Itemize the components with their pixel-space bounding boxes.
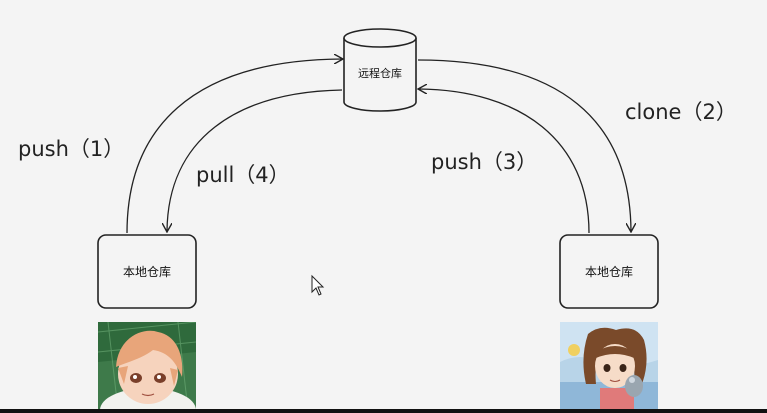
local-repo-left-box [97,234,197,309]
avatar-left [98,322,196,410]
mouse-pointer-icon [311,274,325,296]
bottom-edge-bar [0,409,767,413]
push-1-arrow [126,59,342,234]
pull-4-label: pull（4） [196,163,290,187]
remote-repo-cylinder [343,28,417,112]
local-repo-right-label: 本地仓库 [584,265,633,279]
push-3-label: push（3） [431,150,538,174]
pull-4-arrow [167,89,343,231]
avatar-right [560,322,658,410]
clone-2-arrow [417,59,631,231]
push-1-label: push（1） [18,137,125,161]
push-3-arrow [419,89,590,234]
remote-repo-label: 远程仓库 [358,67,402,80]
clone-2-label: clone（2） [625,100,737,124]
local-repo-left-label: 本地仓库 [122,265,171,279]
local-repo-right-box [559,234,659,309]
